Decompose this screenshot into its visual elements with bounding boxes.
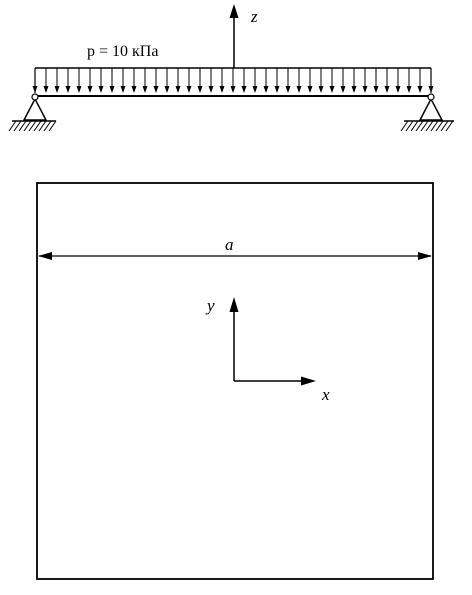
load-arrow xyxy=(230,68,236,93)
load-arrow xyxy=(384,68,390,93)
ground-hatch-line xyxy=(405,120,414,132)
load-arrow xyxy=(296,68,302,93)
load-arrow xyxy=(285,68,291,93)
ground-hatch-line xyxy=(440,120,449,132)
ground-hatch-line xyxy=(415,120,424,132)
load-label: p = 10 кПа xyxy=(87,43,158,60)
load-arrow xyxy=(351,68,357,93)
load-arrow xyxy=(197,68,203,93)
ground-hatch-line xyxy=(33,120,42,132)
ground-hatch-line xyxy=(420,120,429,132)
x-axis-arrowhead xyxy=(301,376,316,386)
z-axis-arrowhead xyxy=(229,4,239,18)
load-arrow xyxy=(109,68,115,93)
load-arrow xyxy=(87,68,93,93)
load-arrow xyxy=(76,68,82,93)
ground-hatch-line xyxy=(445,120,454,132)
load-arrow xyxy=(241,68,247,93)
ground-hatch-line xyxy=(435,120,444,132)
plate-outline xyxy=(36,182,434,580)
load-arrow xyxy=(417,68,423,93)
ground-hatch-line xyxy=(28,120,37,132)
load-arrow xyxy=(65,68,71,93)
ground-hatch-line xyxy=(425,120,434,132)
dimension-arrow-right xyxy=(418,252,432,260)
load-arrow xyxy=(373,68,379,93)
ground-hatch-line xyxy=(38,120,47,132)
load-arrow xyxy=(340,68,346,93)
ground-hatch-line xyxy=(410,120,419,132)
load-arrow xyxy=(274,68,280,93)
ground-hatch-line xyxy=(8,120,17,132)
ground-hatch-line xyxy=(13,120,22,132)
load-arrow xyxy=(307,68,313,93)
load-arrow xyxy=(32,68,38,93)
right-pin-support xyxy=(400,93,454,132)
load-arrow xyxy=(175,68,181,93)
load-arrow xyxy=(208,68,214,93)
load-arrow xyxy=(131,68,137,93)
load-arrow xyxy=(428,68,434,93)
y-axis-arrowhead xyxy=(229,297,239,312)
load-arrow xyxy=(142,68,148,93)
load-arrow xyxy=(252,68,258,93)
ground-hatch-line xyxy=(43,120,52,132)
z-axis-label: z xyxy=(250,7,258,26)
load-arrow xyxy=(318,68,324,93)
load-arrow xyxy=(98,68,104,93)
load-arrow xyxy=(164,68,170,93)
load-arrow xyxy=(153,68,159,93)
y-axis-label: y xyxy=(205,296,215,315)
ground-hatch-line xyxy=(23,120,32,132)
load-arrow xyxy=(219,68,225,93)
load-arrow xyxy=(406,68,412,93)
load-arrows-group xyxy=(32,68,434,93)
load-arrow xyxy=(120,68,126,93)
ground-hatch-line xyxy=(400,120,409,132)
load-arrow xyxy=(329,68,335,93)
load-arrow xyxy=(43,68,49,93)
x-axis-label: x xyxy=(321,385,330,404)
load-arrow xyxy=(263,68,269,93)
dimension-label: a xyxy=(225,235,234,254)
load-arrow xyxy=(54,68,60,93)
ground-hatch-line xyxy=(18,120,27,132)
left-pin-support xyxy=(8,93,57,132)
dimension-arrow-left xyxy=(38,252,52,260)
ground-hatch-line xyxy=(430,120,439,132)
load-arrow xyxy=(362,68,368,93)
ground-hatch-line xyxy=(48,120,57,132)
load-arrow xyxy=(186,68,192,93)
load-arrow xyxy=(395,68,401,93)
